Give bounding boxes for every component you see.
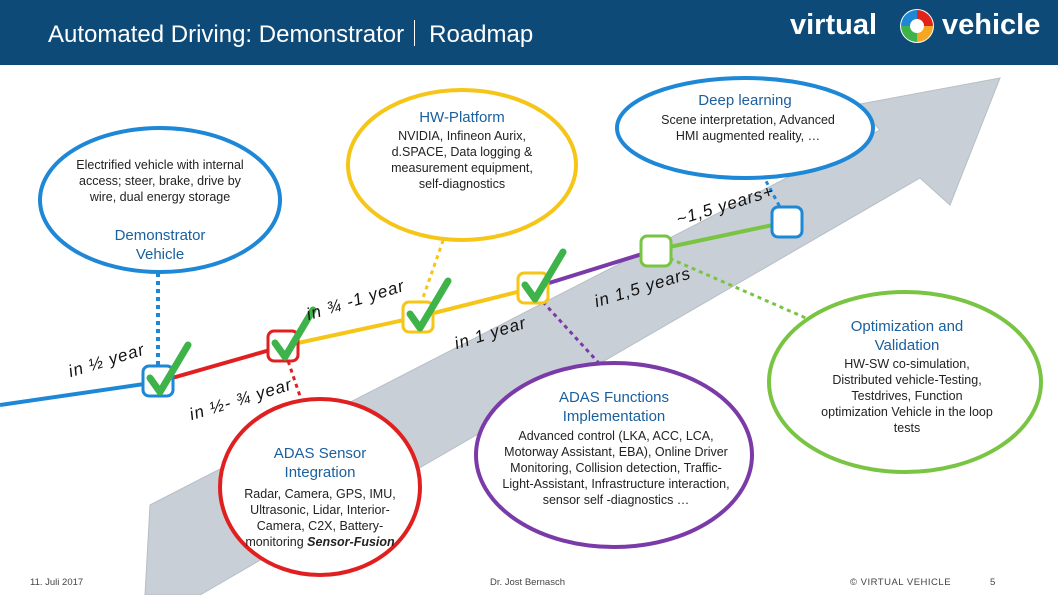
milestone-deep-learning [770, 205, 804, 239]
page-subtitle: Roadmap [429, 21, 534, 48]
logo-mark-icon [900, 9, 934, 43]
hw-platform-title: HW-Platform [419, 109, 505, 126]
footer-author: Dr. Jost Bernasch [490, 577, 565, 588]
logo-word-vehicle: vehicle [942, 9, 1041, 41]
deep-learning-description: Scene interpretation, Advanced HMI augme… [661, 113, 835, 143]
footer-date: 11. Juli 2017 [30, 577, 84, 588]
check-icon [271, 306, 317, 361]
node-adas-functions [474, 361, 754, 549]
milestone-optimization [639, 234, 673, 268]
check-icon [146, 341, 192, 396]
check-icon [521, 248, 567, 303]
node-deep-learning [615, 76, 875, 180]
path-segment-yellow-2 [417, 286, 534, 319]
path-segment-red [157, 344, 285, 384]
path-segment-blue [0, 380, 159, 407]
sensor-integration-description: Radar, Camera, GPS, IMU, Ultrasonic, Lid… [244, 487, 396, 549]
node-optimization [767, 290, 1043, 474]
footer-page-number: 5 [990, 577, 996, 588]
path-segment-green [654, 220, 788, 252]
optimization-description: HW-SW co-simulation, Distributed vehicle… [821, 357, 993, 435]
check-icon [406, 277, 452, 332]
path-segment-purple [532, 248, 656, 290]
hw-platform-description: NVIDIA, Infineon Aurix, d.SPACE, Data lo… [391, 129, 533, 191]
node-demonstrator [38, 126, 282, 274]
logo-word-virtual: virtual [790, 9, 878, 41]
adas-functions-description: Advanced control (LKA, ACC, LCA, Motorwa… [502, 429, 730, 507]
connector-hw [416, 214, 454, 313]
node-hw-platform [346, 88, 578, 242]
node-sensor-integration [218, 397, 422, 577]
connector-optimization [654, 250, 816, 324]
path-segment-yellow [283, 315, 419, 348]
demonstrator-description: Electrified vehicle with internal access… [76, 158, 244, 204]
deep-learning-title: Deep learning [698, 92, 792, 109]
title-separator [414, 20, 416, 46]
footer-copyright: © VIRTUAL VEHICLE [850, 577, 952, 588]
